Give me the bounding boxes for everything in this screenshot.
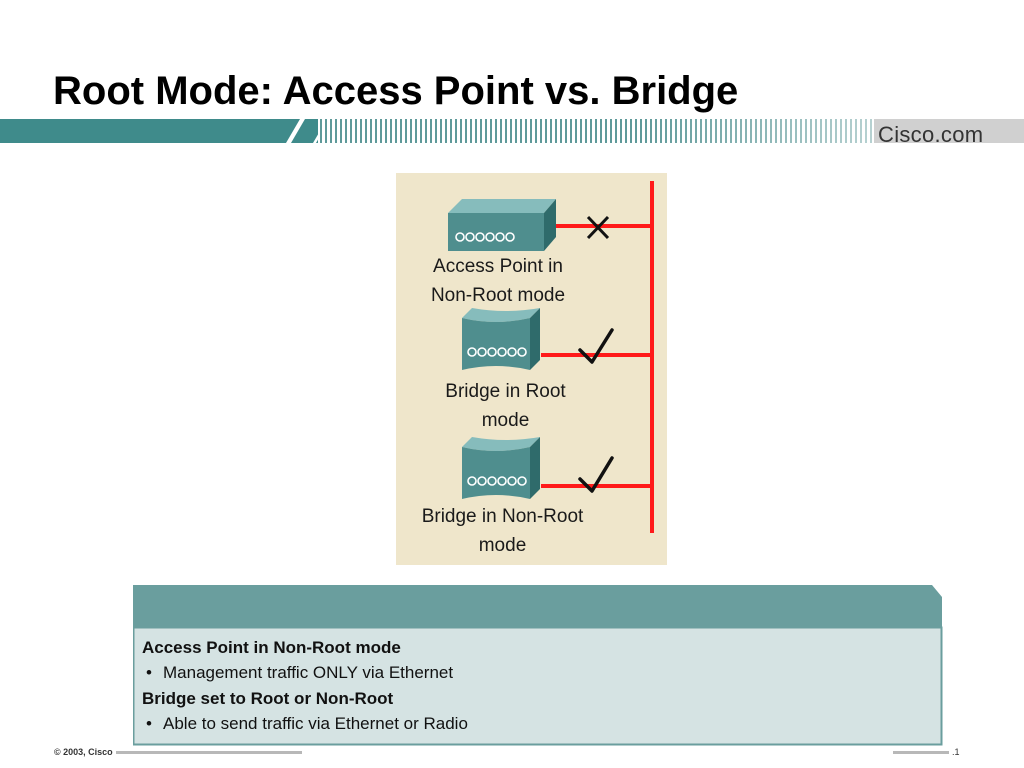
- device-label-line: Access Point in: [433, 256, 563, 277]
- info-box: Access Point in Non-Root mode • Managemen…: [133, 585, 943, 746]
- info-heading: Bridge set to Root or Non-Root: [142, 689, 394, 708]
- nonroot-bridge-icon: [462, 437, 540, 499]
- copyright-text: © 2003, Cisco: [54, 747, 113, 757]
- info-bullet-text: Able to send traffic via Ethernet or Rad…: [163, 714, 468, 733]
- slide-title: Root Mode: Access Point vs. Bridge: [53, 69, 739, 113]
- device-label-line: Bridge in Non-Root: [421, 506, 584, 527]
- info-box-frame: [133, 585, 943, 746]
- obscured-text-bar: [115, 751, 302, 755]
- device-label-line: Non-Root mode: [430, 285, 566, 306]
- network-diagram: Access Point in Non-Root mode Bridge in …: [396, 173, 667, 565]
- device-label-line: Bridge in Root: [445, 381, 566, 402]
- device-label-line: mode: [481, 410, 530, 431]
- info-heading: Access Point in Non-Root mode: [142, 638, 401, 657]
- info-content: Access Point in Non-Root mode • Managemen…: [142, 635, 922, 737]
- header-band: [0, 119, 1024, 143]
- ethernet-wiring: [541, 181, 654, 533]
- info-bullet-item: • Able to send traffic via Ethernet or Ra…: [142, 711, 922, 737]
- access-point-icon: [448, 199, 556, 251]
- nonroot-bridge-label: Bridge in Non-Root mode: [396, 502, 609, 560]
- check-icon: [578, 456, 614, 493]
- root-bridge-label: Bridge in Root mode: [396, 377, 615, 435]
- check-icon: [578, 328, 614, 364]
- cross-icon: [586, 215, 610, 240]
- bullet-icon: •: [146, 714, 152, 733]
- info-bullet-item: • Management traffic ONLY via Ethernet: [142, 660, 922, 686]
- brand-logo-text: Cisco.com: [878, 122, 984, 147]
- copyright-footer: © 2003, Cisco: [54, 747, 302, 757]
- device-label-line: mode: [478, 535, 527, 556]
- info-bullet-text: Management traffic ONLY via Ethernet: [163, 663, 454, 682]
- access-point-label: Access Point in Non-Root mode: [396, 252, 600, 310]
- page-number-text: .1: [952, 747, 960, 757]
- page-number-footer: .1: [893, 747, 960, 757]
- obscured-text-bar: [893, 751, 949, 755]
- bullet-icon: •: [146, 663, 152, 682]
- root-bridge-icon: [462, 308, 540, 370]
